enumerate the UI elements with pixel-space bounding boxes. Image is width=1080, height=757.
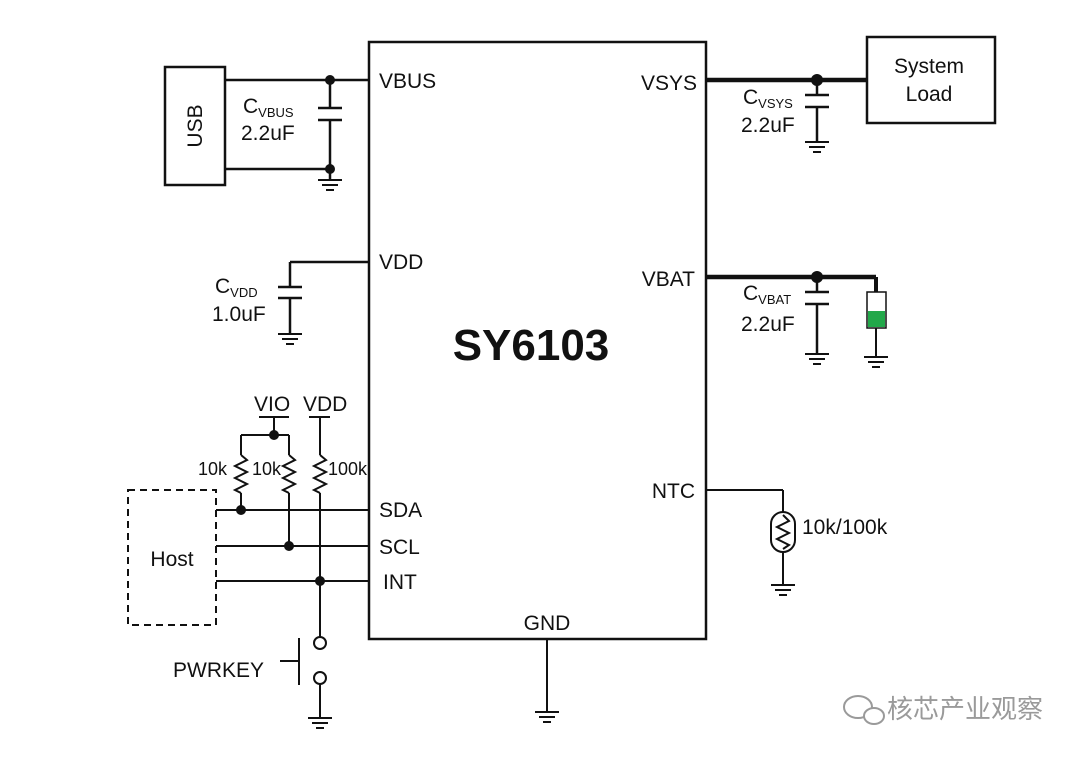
pwrkey-label: PWRKEY: [173, 659, 264, 682]
junction-dot: [325, 164, 335, 174]
pullup-wiring: [240, 416, 330, 637]
pin-gnd: GND: [524, 612, 571, 635]
ic-body: [367, 40, 708, 641]
pin-int: INT: [383, 571, 417, 594]
capacitor-vbus: [318, 106, 342, 122]
system-load-box: System Load: [865, 35, 997, 125]
pwrkey-switch: [280, 636, 332, 729]
watermark-text: 核芯产业观察: [887, 695, 1043, 725]
cap-vbat-name: CVBAT: [743, 282, 791, 307]
pin-vsys: VSYS: [641, 72, 697, 95]
pin-ntc: NTC: [652, 480, 695, 503]
rail-vio: VIO: [254, 393, 290, 416]
resistor-r3-value: 100k: [328, 459, 368, 479]
battery-charge-level: [868, 311, 885, 327]
junction-dot: [284, 541, 294, 551]
rail-vdd: VDD: [303, 393, 347, 416]
ground-symbol: [805, 353, 829, 365]
ground-symbol: [278, 333, 302, 345]
resistor-r1: [232, 454, 250, 494]
vbus-wiring: [225, 78, 369, 180]
junction-dot: [315, 576, 325, 586]
host-label: Host: [150, 548, 193, 571]
cap-vbat-value: 2.2uF: [741, 313, 795, 336]
capacitor-vdd: [278, 285, 302, 300]
cap-vsys-value: 2.2uF: [741, 114, 795, 137]
pin-vbat: VBAT: [642, 268, 695, 291]
pin-scl: SCL: [379, 536, 420, 559]
usb-label: USB: [184, 104, 207, 147]
system-load-line2: Load: [906, 83, 953, 106]
cap-vbus-value: 2.2uF: [241, 122, 295, 145]
vdd-wiring: [288, 260, 369, 334]
capacitor-vbat: [805, 290, 829, 306]
cap-vsys-name: CVSYS: [743, 86, 793, 111]
host-box: Host: [127, 489, 217, 626]
capacitor-vsys: [805, 93, 829, 109]
pin-sda: SDA: [379, 499, 422, 522]
junction-dot: [269, 430, 279, 440]
junction-dot: [325, 75, 335, 85]
resistor-r2: [280, 454, 298, 494]
ntc-thermistor: [770, 511, 796, 553]
pin-vbus: VBUS: [379, 70, 436, 93]
pin-vdd: VDD: [379, 251, 423, 274]
ground-symbol: [318, 179, 342, 191]
usb-connector: USB: [163, 65, 227, 187]
cap-vbus-name: CVBUS: [243, 95, 294, 120]
resistor-r1-value: 10k: [198, 459, 228, 479]
ground-symbol: [805, 141, 829, 153]
resistor-r3: [311, 454, 329, 494]
ntc-wiring: [706, 489, 784, 585]
ground-symbol: [771, 584, 795, 596]
junction-dot: [811, 74, 823, 86]
wechat-icon: [843, 695, 885, 725]
system-load-line1: System: [894, 55, 964, 78]
junction-dot: [811, 271, 823, 283]
cap-vdd-name: CVDD: [215, 275, 258, 300]
cap-vdd-value: 1.0uF: [212, 303, 266, 326]
gnd-wiring: [535, 639, 559, 723]
chip-name: SY6103: [453, 321, 610, 370]
resistor-r2-value: 10k: [252, 459, 282, 479]
junction-dot: [236, 505, 246, 515]
battery-icon: [864, 291, 888, 368]
ntc-value: 10k/100k: [802, 516, 888, 539]
